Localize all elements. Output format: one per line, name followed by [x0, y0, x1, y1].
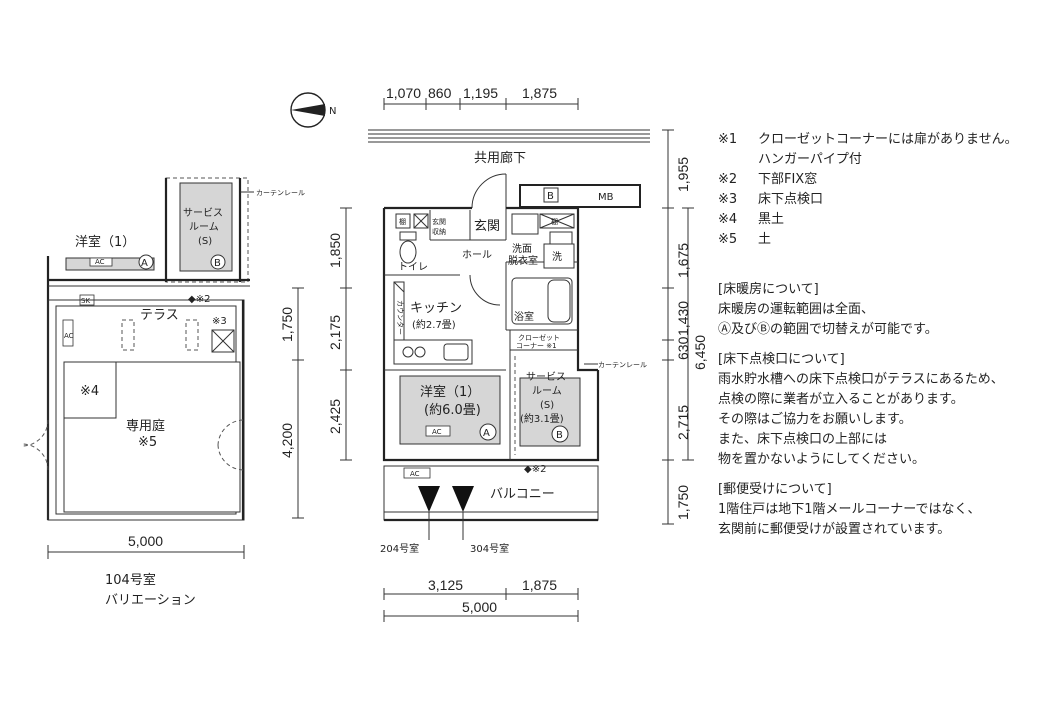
svg-text:棚: 棚: [399, 217, 406, 226]
svg-text:ルーム: ルーム: [532, 385, 562, 397]
svg-text:カウンター: カウンター: [396, 300, 405, 335]
bathroom-label: 浴室: [514, 310, 534, 323]
svg-text:1,875: 1,875: [522, 577, 557, 593]
main-unit: 1,070 860 1,195 1,875 共用廊下 B MB: [327, 85, 708, 622]
inspection-hatch-title: [床下点検口について]: [718, 352, 845, 367]
floor-heating-title: [床暖房について]: [718, 282, 819, 297]
svg-text:AC: AC: [410, 470, 420, 478]
svg-text:AC: AC: [95, 258, 105, 266]
svg-text:5,000: 5,000: [462, 599, 497, 615]
svg-text:860: 860: [428, 85, 452, 101]
svg-text:2,715: 2,715: [675, 405, 691, 440]
svg-text:2,175: 2,175: [327, 315, 343, 350]
svg-text:(約6.0畳): (約6.0畳): [424, 403, 481, 418]
svg-text:玄関: 玄関: [432, 217, 446, 226]
svg-text:1,750: 1,750: [279, 307, 295, 342]
service-room-floor-heat-b: [519, 377, 581, 447]
svg-text:B: B: [547, 191, 554, 202]
left-western-room-label: 洋室（1）: [75, 234, 135, 250]
mailbox-title: [郵便受けについて]: [718, 482, 832, 497]
svg-text:3,125: 3,125: [428, 577, 463, 593]
svg-text:1,070: 1,070: [386, 85, 421, 101]
svg-text:コーナー ※1: コーナー ※1: [516, 342, 557, 350]
compass-north-label: N: [329, 106, 336, 117]
label-304: 304号室: [470, 542, 509, 555]
toilet-label: トイレ: [398, 262, 428, 273]
svg-text:◆※2: ◆※2: [524, 464, 546, 475]
garden-label: 専用庭: [126, 418, 165, 434]
svg-text:4,200: 4,200: [279, 423, 295, 458]
svg-text:5,000: 5,000: [128, 533, 163, 549]
svg-text:◆※2: ◆※2: [188, 294, 210, 305]
svg-text:カーテンレール: カーテンレール: [256, 189, 305, 197]
svg-text:A: A: [141, 258, 148, 269]
service-room-label: サービス: [526, 371, 566, 383]
svg-text:SK: SK: [81, 297, 90, 305]
terrace-label: テラス: [140, 308, 179, 323]
svg-text:クローゼット: クローゼット: [518, 333, 560, 342]
svg-text:1,430: 1,430: [675, 301, 691, 336]
svg-text:6,450: 6,450: [692, 335, 708, 370]
svg-text:※4: ※4: [80, 384, 99, 399]
left-service-room-zone: [179, 182, 233, 272]
left-unit: 洋室（1） サービス ルーム (S) カーテンレール AC A B SK AC …: [21, 177, 305, 608]
evacuation-hatch-204: [418, 486, 440, 512]
svg-text:2,425: 2,425: [327, 399, 343, 434]
svg-text:ルーム: ルーム: [189, 221, 219, 233]
svg-text:サービス: サービス: [183, 207, 223, 219]
kitchen-label: キッチン: [410, 301, 462, 316]
svg-text:棚: 棚: [551, 217, 558, 226]
svg-text:630: 630: [675, 336, 691, 360]
north-compass: N: [290, 92, 336, 128]
svg-text:MB: MB: [598, 192, 614, 203]
washroom-label: 洗面: [512, 243, 532, 255]
black-soil-zone: [63, 361, 117, 419]
balcony-label: バルコニー: [490, 487, 555, 502]
svg-text:B: B: [214, 258, 221, 269]
svg-text:A: A: [483, 428, 490, 439]
svg-text:脱衣室: 脱衣室: [508, 254, 538, 267]
svg-text:収納: 収納: [432, 227, 446, 236]
svg-text:(S): (S): [540, 400, 554, 411]
western-room-label: 洋室（1）: [420, 384, 480, 400]
svg-text:1,875: 1,875: [522, 85, 557, 101]
svg-text:(約3.1畳): (約3.1畳): [520, 412, 564, 425]
unit-104-caption: 104号室: [105, 572, 156, 588]
svg-text:AC: AC: [432, 428, 442, 436]
svg-text:1,850: 1,850: [327, 233, 343, 268]
svg-text:(約2.7畳): (約2.7畳): [412, 318, 456, 331]
svg-text:1,675: 1,675: [675, 243, 691, 278]
svg-text:AC: AC: [64, 332, 74, 340]
svg-text:※5: ※5: [138, 435, 157, 450]
svg-text:1,955: 1,955: [675, 157, 691, 192]
svg-text:洗: 洗: [552, 251, 562, 263]
entrance-label: 玄関: [474, 219, 500, 234]
svg-text:(S): (S): [198, 236, 212, 247]
label-204: 204号室: [380, 542, 419, 555]
svg-text:B: B: [556, 430, 563, 441]
evacuation-hatch-304: [452, 486, 474, 512]
svg-text:バリエーション: バリエーション: [105, 593, 196, 608]
svg-text:カーテンレール: カーテンレール: [598, 361, 647, 369]
corridor-label: 共用廊下: [474, 150, 526, 166]
svg-text:※3: ※3: [212, 316, 227, 327]
svg-text:1,195: 1,195: [463, 85, 498, 101]
svg-text:ホール: ホール: [462, 249, 492, 261]
svg-text:1,750: 1,750: [675, 485, 691, 520]
